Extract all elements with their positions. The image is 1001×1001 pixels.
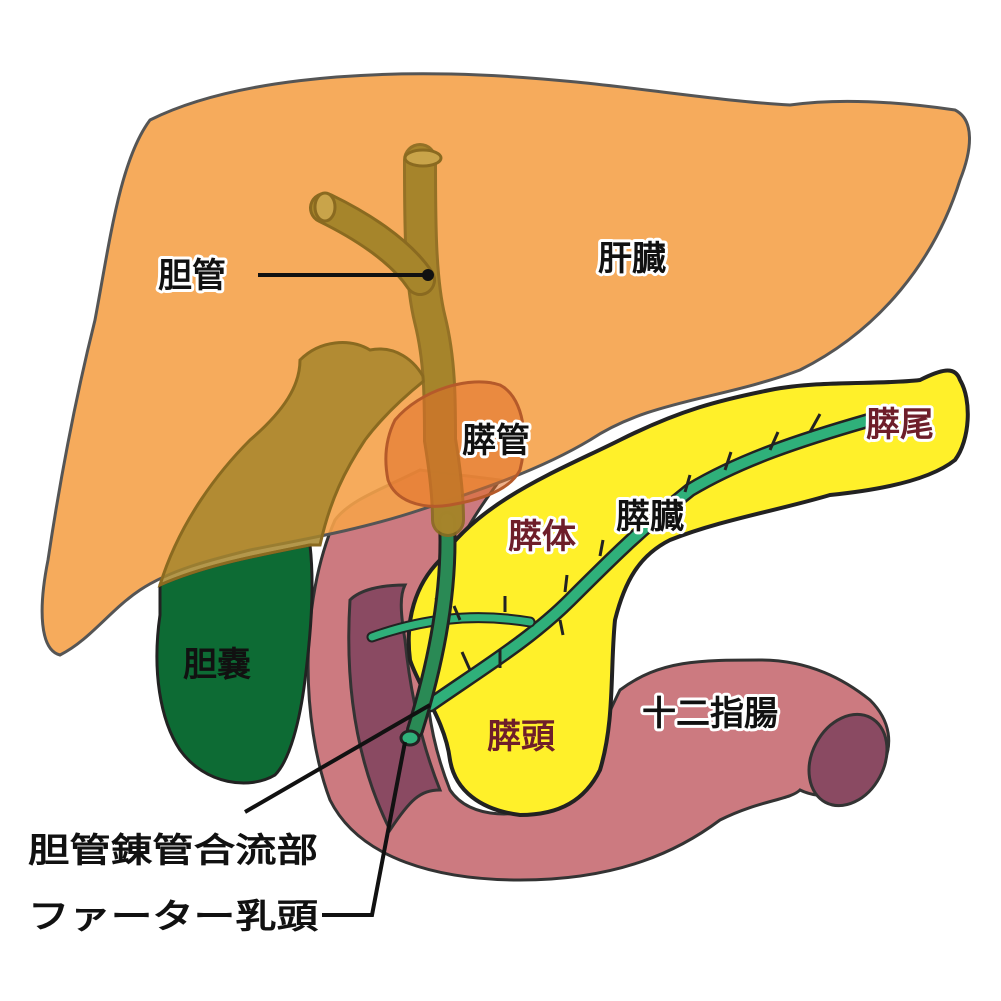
pancreas-body (406, 368, 970, 818)
duodenum-lumen (807, 712, 889, 808)
common-bile-duct-lower (399, 511, 457, 747)
label-pancreas-tail: 膵尾 (866, 405, 934, 445)
junction-leader (243, 703, 432, 814)
bile-branch-opening (313, 191, 337, 223)
label-papilla: ファーター乳頭 (28, 897, 319, 937)
label-pancreatic-duct: 膵管 (462, 421, 530, 461)
bile-duct-top-opening (403, 148, 443, 168)
label-liver: 肝臓 (598, 239, 666, 279)
duodenum-inner-wall (347, 583, 443, 833)
label-pancreas: 膵臓 (616, 497, 684, 537)
duodenal-bulb (384, 380, 526, 508)
label-junction: 胆管錬管合流部 (28, 831, 318, 871)
gallbladder-upper (157, 341, 427, 588)
label-gallbladder: 胆嚢 (183, 645, 251, 685)
papilla-leader (322, 741, 407, 917)
bile-duct-leader-dot (422, 269, 434, 281)
label-duodenum: 十二指腸 (642, 694, 778, 734)
pancreatic-duct-main-fill (425, 415, 875, 710)
leader-lines (243, 269, 434, 917)
papilla-opening (399, 729, 421, 747)
gallbladder (155, 341, 427, 785)
label-pancreas-body: 膵体 (508, 517, 576, 557)
label-bile-duct: 胆管 (158, 256, 226, 296)
label-pancreas-head: 膵頭 (487, 717, 556, 757)
pancreas (406, 368, 970, 818)
